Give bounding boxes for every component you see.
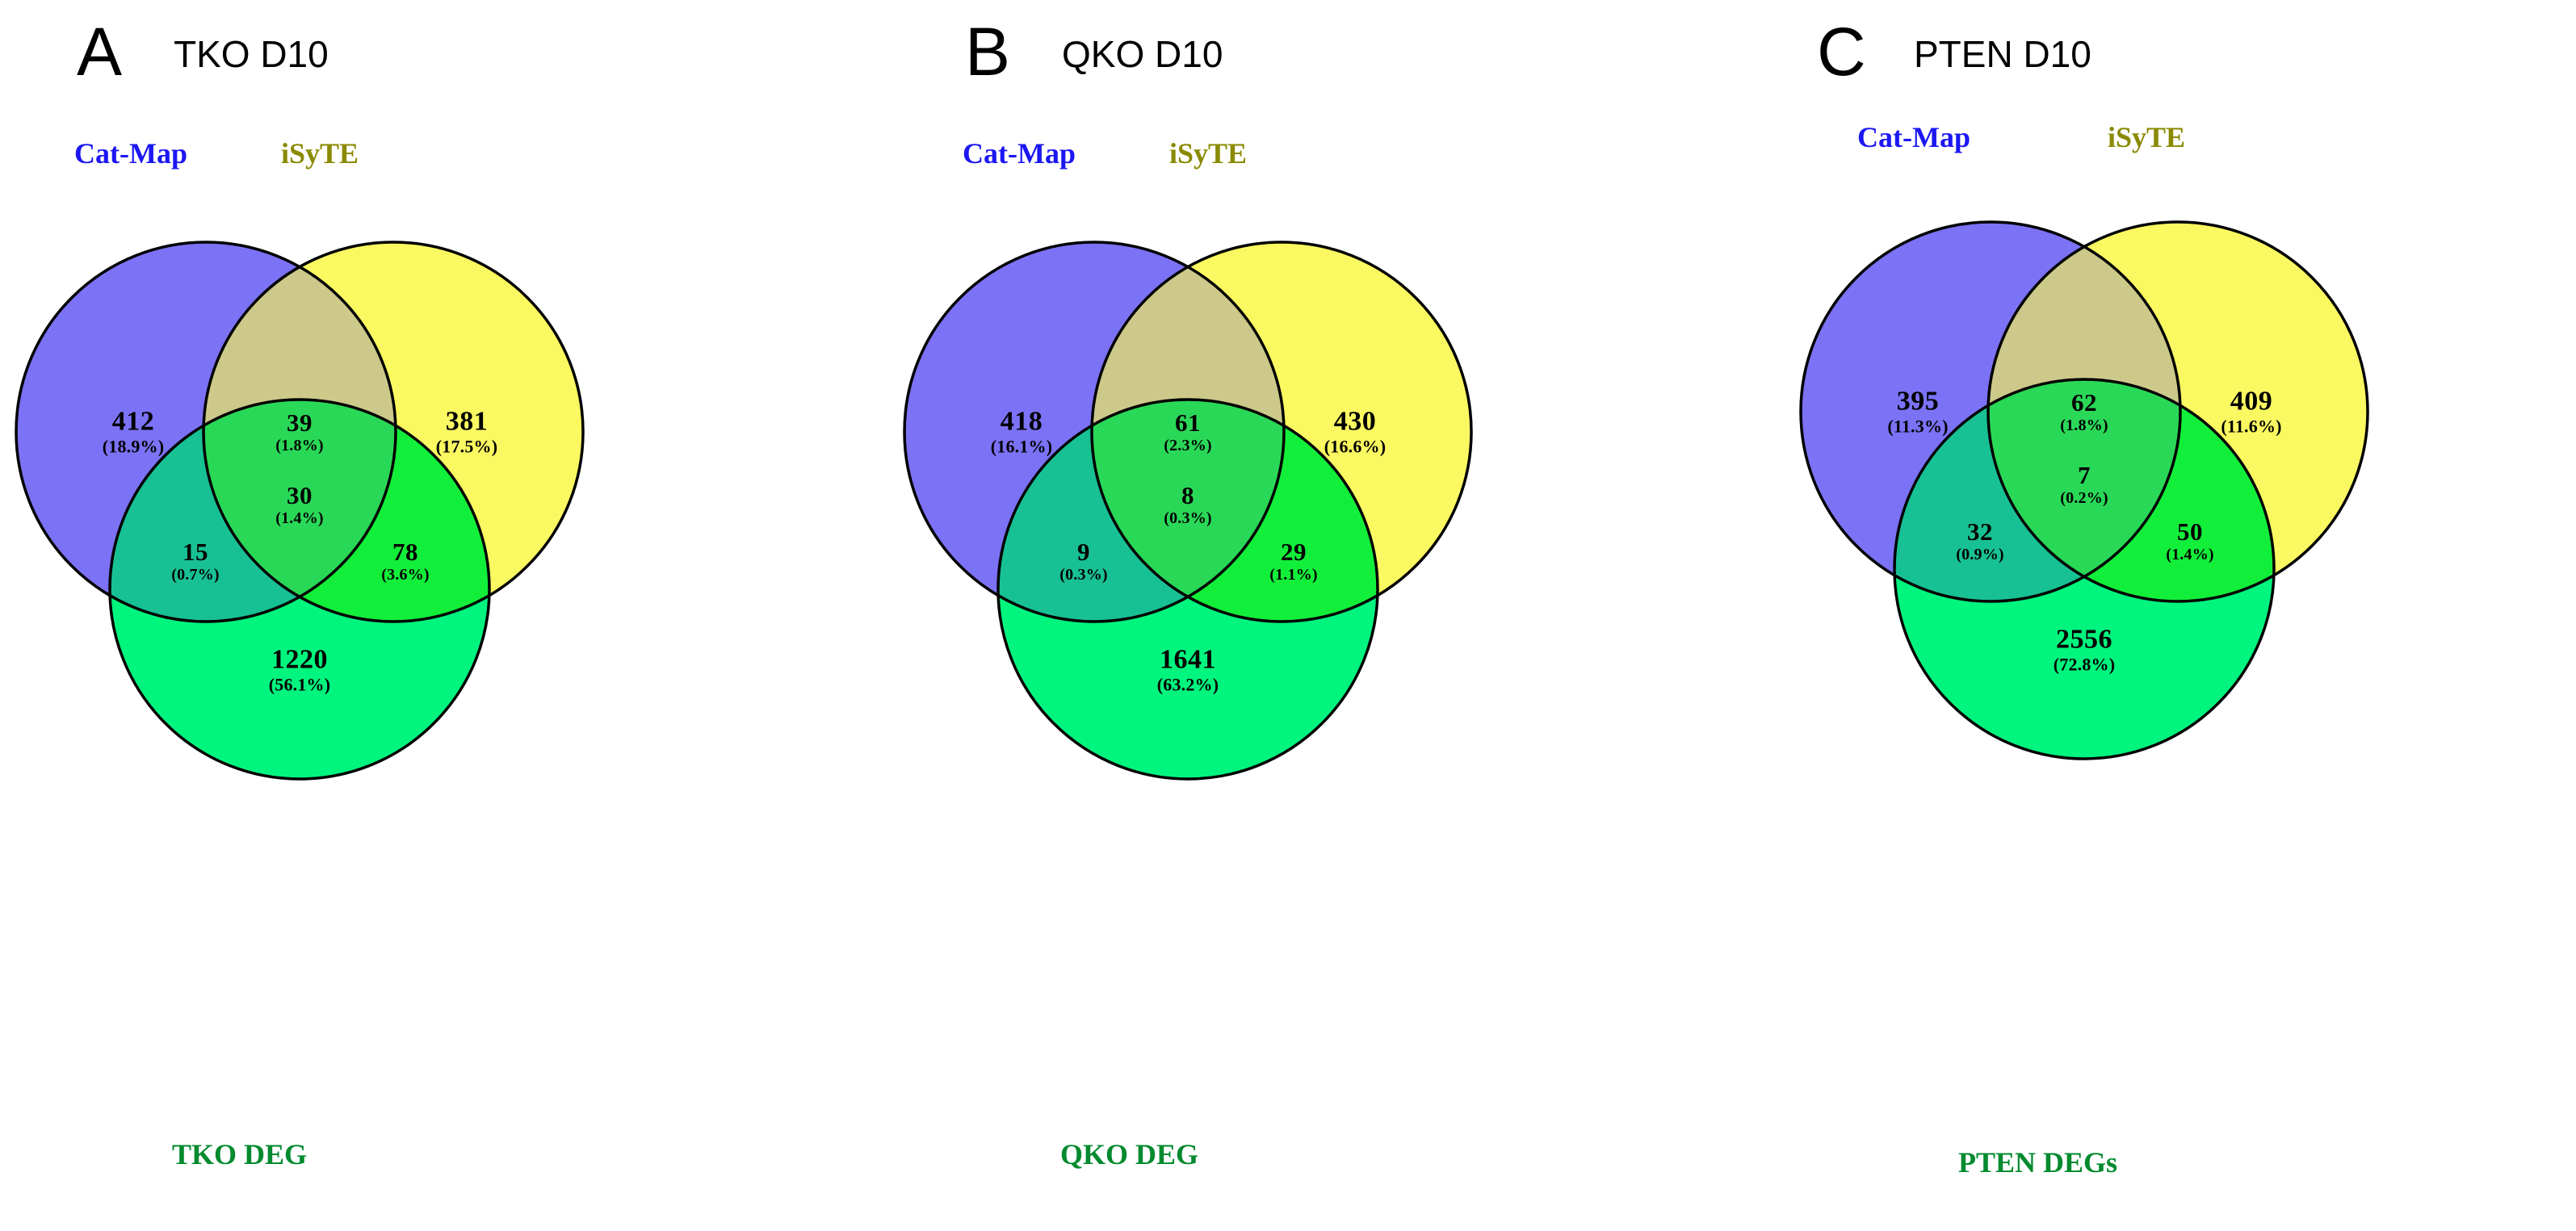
set-label-deg-c: PTEN DEGs	[1958, 1146, 2118, 1179]
panel-title-b: QKO D10	[1062, 33, 1223, 75]
panel-b: B QKO D10 Cat-Map iSyTE QKO DEG	[888, 0, 1747, 1231]
set-label-isyte-b: iSyTE	[1169, 137, 1248, 170]
panel-title-c: PTEN D10	[1914, 33, 2091, 75]
panel-a: A TKO D10 Cat-Map iSyTE TKO DEG	[0, 0, 858, 1231]
set-label-cat-map-a: Cat-Map	[74, 137, 187, 170]
outline-deg-a	[108, 398, 491, 781]
outline-isyte-a	[202, 241, 585, 623]
panel-title-a: TKO D10	[174, 33, 329, 75]
venn-diagram-b: 418 (16.1%) 61 (2.3%) 430 (16.6%) 8 (0.3…	[888, 157, 1747, 1126]
outline-isyte-b	[1090, 241, 1473, 623]
set-label-deg-b: QKO DEG	[1060, 1138, 1199, 1170]
outline-isyte-c	[1987, 220, 2369, 603]
outline-cat-map-a	[15, 241, 397, 623]
panel-letter-b: B	[965, 14, 1011, 90]
set-label-deg-a: TKO DEG	[172, 1138, 308, 1170]
outline-cat-map-b	[903, 241, 1286, 623]
set-label-cat-map-c: Cat-Map	[1857, 121, 1970, 153]
venn-diagram-a: 412 (18.9%) 39 (1.8%) 381 (17.5%) 30 (1.…	[0, 157, 858, 1126]
panel-letter-a: A	[77, 14, 123, 90]
panel-c: C PTEN D10 Cat-Map iSyTE PTEN DEGs	[1752, 0, 2576, 1231]
panel-letter-c: C	[1817, 14, 1866, 90]
outline-cat-map-c	[1799, 220, 2182, 603]
set-label-isyte-a: iSyTE	[281, 137, 359, 170]
venn-diagram-c: 395 (11.3%) 62 (1.8%) 409 (11.6%) 7 (0.2…	[1752, 133, 2576, 1102]
set-label-isyte-c: iSyTE	[2108, 121, 2186, 153]
outline-deg-b	[996, 398, 1379, 781]
set-label-cat-map-b: Cat-Map	[963, 137, 1076, 170]
outline-deg-c	[1893, 378, 2276, 760]
